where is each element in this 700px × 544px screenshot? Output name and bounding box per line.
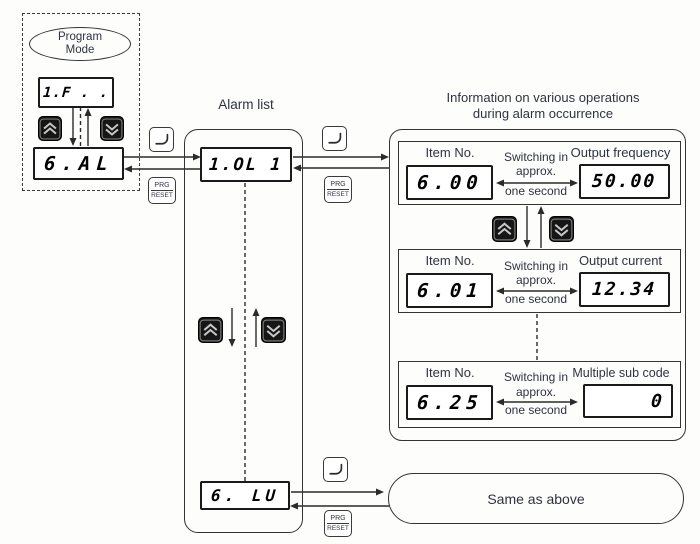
display-program-top-value: 1.F . . [42, 84, 110, 101]
display-item-no-1: 6.00 [406, 165, 493, 200]
switching-label-2b: approx. [515, 273, 557, 287]
output-frequency-label: Output frequency [570, 145, 671, 160]
display-alarm-top-value: 1.OL 1 [208, 154, 284, 175]
program-mode-label: Program Mode [57, 30, 103, 56]
down-key-info[interactable] [549, 216, 574, 242]
program-mode-ellipse: Program Mode [29, 27, 131, 61]
display-program-top: 1.F . . [38, 77, 114, 108]
info-row-2 [398, 249, 681, 313]
display-multiple-sub-code: 0 [583, 384, 673, 418]
alarm-list-box [184, 129, 303, 533]
flow-lines [72, 107, 570, 507]
switching-label-1b: approx. [515, 164, 557, 178]
key-divider [326, 189, 350, 191]
chevron-double-up-icon [199, 319, 222, 341]
key-divider [326, 523, 350, 525]
enter-key-1[interactable] [149, 127, 174, 152]
reset-label: RESET [327, 190, 349, 198]
display-alarm-bottom-value: 6. LU [210, 486, 280, 505]
switching-label-3a: Switching in [503, 370, 569, 384]
chevron-double-down-icon [550, 218, 573, 240]
display-multiple-sub-code-value: 0 [650, 390, 663, 412]
switching-label-2c: one second [504, 292, 568, 306]
prg-label: PRG [330, 514, 346, 522]
reset-label: RESET [151, 191, 173, 199]
item-no-label-3: Item No. [425, 365, 475, 380]
program-mode-box [22, 13, 140, 191]
switching-label-3c: one second [504, 403, 568, 417]
display-item-no-3: 6.25 [406, 385, 493, 420]
multiple-sub-code-label: Multiple sub code [572, 366, 670, 380]
item-no-label-1: Item No. [425, 145, 475, 160]
up-key-program[interactable] [38, 116, 62, 141]
switching-label-1a: Switching in [503, 150, 569, 164]
alarm-list-title: Alarm list [218, 97, 274, 112]
display-item-no-1-value: 6.00 [415, 171, 484, 194]
prg-label: PRG [330, 180, 346, 188]
return-arrow-icon [154, 133, 168, 145]
up-key-alarm[interactable] [198, 317, 223, 343]
reset-label: RESET [327, 524, 349, 532]
output-current-label: Output current [578, 253, 663, 268]
switching-label-2a: Switching in [503, 259, 569, 273]
up-key-info[interactable] [492, 216, 517, 242]
display-item-no-3-value: 6.25 [415, 391, 484, 414]
prg-reset-key-1[interactable]: PRG RESET [148, 177, 176, 204]
down-key-program[interactable] [100, 116, 124, 141]
prg-reset-key-2[interactable]: PRG RESET [324, 176, 352, 203]
enter-key-3[interactable] [323, 457, 348, 482]
enter-key-2[interactable] [322, 126, 347, 151]
display-output-frequency-value: 50.00 [591, 171, 658, 192]
chevron-double-up-icon [39, 118, 61, 139]
display-program-bottom-value: 6.AL [42, 152, 115, 175]
display-item-no-2: 6.01 [406, 273, 493, 308]
display-alarm-bottom: 6. LU [200, 481, 290, 510]
info-row-1 [398, 141, 681, 205]
chevron-double-down-icon [101, 118, 123, 139]
same-as-above-pill: Same as above [388, 473, 684, 524]
display-output-current: 12.34 [579, 272, 670, 307]
key-divider [150, 190, 174, 192]
info-panel-box [389, 129, 686, 441]
item-no-label-2: Item No. [425, 253, 475, 268]
display-output-current-value: 12.34 [591, 279, 658, 300]
return-arrow-icon [328, 463, 342, 475]
info-panel-title-line2: during alarm occurrence [472, 106, 614, 121]
display-item-no-2-value: 6.01 [415, 279, 484, 302]
chevron-double-up-icon [493, 218, 516, 240]
chevron-double-down-icon [262, 319, 285, 341]
down-key-alarm[interactable] [261, 317, 286, 343]
info-panel-title-line1: Information on various operations [446, 90, 640, 105]
same-as-above-label: Same as above [487, 490, 585, 507]
prg-label: PRG [154, 181, 170, 189]
arrow-heads [69, 108, 578, 510]
display-program-bottom: 6.AL [33, 147, 124, 180]
return-arrow-icon [327, 132, 341, 144]
display-alarm-top: 1.OL 1 [200, 147, 292, 182]
switching-label-1c: one second [504, 184, 568, 198]
switching-label-3b: approx. [515, 385, 557, 399]
display-output-frequency: 50.00 [579, 164, 670, 199]
info-row-3 [398, 361, 681, 428]
prg-reset-key-3[interactable]: PRG RESET [324, 510, 352, 537]
